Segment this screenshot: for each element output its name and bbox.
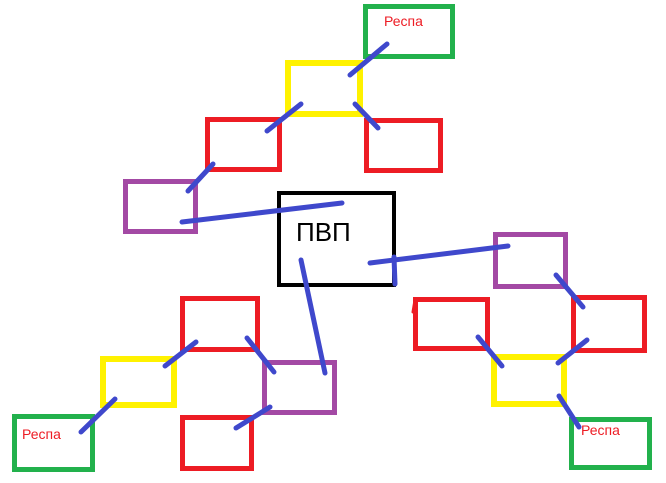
- box-respawn-bottomleft: Респа: [12, 414, 95, 472]
- box-red-top-left: [205, 117, 282, 172]
- box-yellow-bottomleft: [100, 356, 177, 408]
- box-purple-bottomleft: [262, 360, 337, 415]
- box-red-bottomright-right: [571, 295, 647, 353]
- box-purple-top-left: [123, 179, 198, 234]
- box-label-respawn-bottomleft: Респа: [22, 426, 61, 442]
- box-respawn-bottomright: Респа: [569, 417, 652, 470]
- box-label-respawn-top: Респа: [384, 13, 423, 29]
- box-pvp-zone: ПВП: [277, 191, 396, 287]
- box-yellow-bottomright: [491, 354, 567, 407]
- box-label-pvp-zone: ПВП: [296, 217, 351, 247]
- box-purple-right: [493, 232, 568, 289]
- box-red-bottomleft-top: [180, 296, 260, 352]
- box-respawn-top: Респа: [363, 4, 455, 59]
- box-red-bottomleft-bottom: [180, 415, 254, 471]
- box-label-respawn-bottomright: Респа: [581, 422, 620, 438]
- box-red-top-right: [364, 118, 443, 173]
- box-yellow-top: [285, 60, 363, 117]
- box-red-bottomright-left: [413, 297, 490, 351]
